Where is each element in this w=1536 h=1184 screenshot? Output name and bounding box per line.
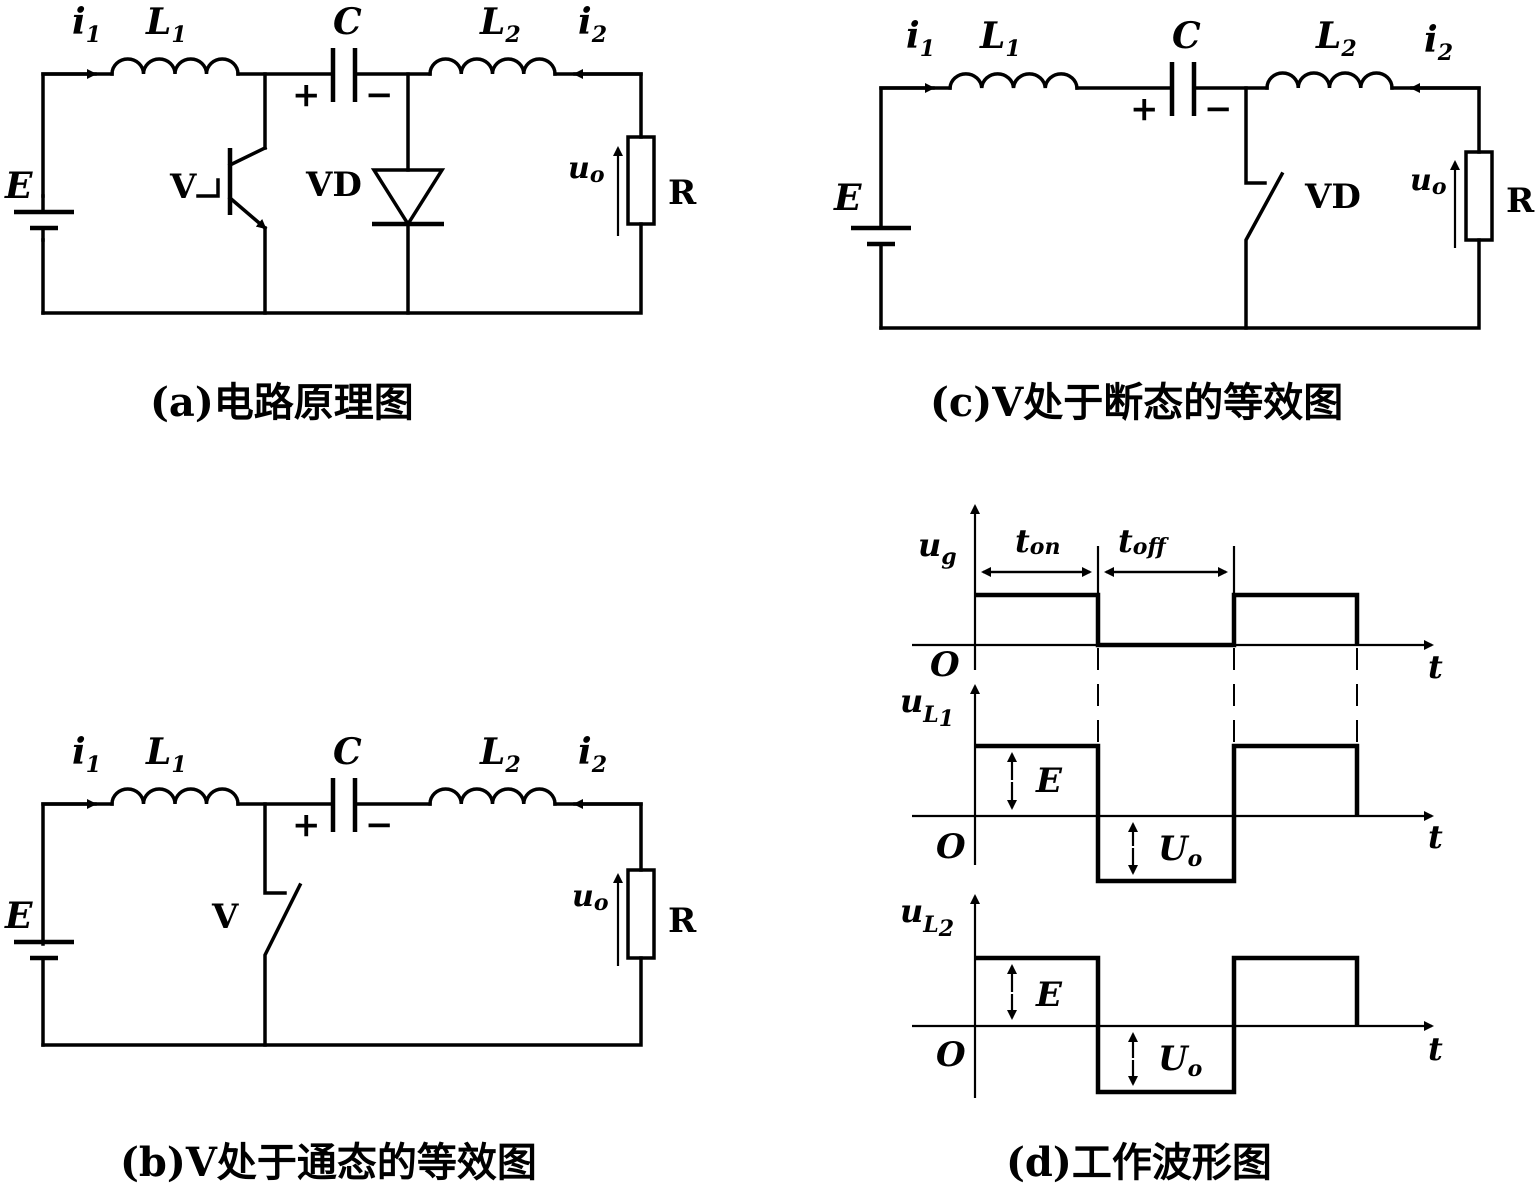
label-L1: L1	[145, 1, 187, 48]
label-VD: VD	[305, 165, 362, 205]
label-uL2: uL2	[900, 892, 954, 942]
waveform-ug	[975, 592, 1360, 648]
label-i1: i1	[72, 1, 101, 48]
waveform-uL2	[975, 955, 1360, 1095]
svg-text:L2: L2	[479, 731, 521, 778]
circuit-b: i1 L1 C L2 i2 + − E V uo R	[4, 731, 697, 1047]
label-ton: ton	[1015, 522, 1060, 560]
inductor-L1	[110, 57, 240, 76]
svg-text:−: −	[365, 805, 394, 845]
label-E: E	[4, 165, 33, 207]
svg-text:E: E	[4, 895, 33, 937]
transistor-emitter	[227, 195, 268, 231]
svg-text:E: E	[1035, 761, 1063, 801]
svg-text:+: +	[292, 805, 321, 845]
svg-text:E: E	[833, 177, 862, 219]
wire-top-left	[41, 72, 114, 198]
label-R: R	[668, 173, 697, 213]
svg-text:i2: i2	[578, 731, 607, 778]
label-minus: −	[365, 75, 394, 115]
label-L2: L2	[479, 1, 521, 48]
label-plus: +	[292, 75, 321, 115]
diode-VD	[370, 168, 446, 228]
svg-text:uo: uo	[1410, 163, 1447, 200]
waveforms-d: ug ton toff O t uL1 E O t Uo uL2 E O t U…	[900, 504, 1443, 1098]
wire-bottom	[41, 222, 643, 315]
caption-a: (a)电路原理图	[150, 379, 414, 426]
label-uo: uo	[568, 151, 605, 188]
svg-text:C: C	[1172, 15, 1201, 57]
svg-text:t: t	[1428, 818, 1443, 856]
label-V: V	[169, 167, 197, 207]
svg-text:C: C	[333, 731, 362, 773]
svg-text:Uo: Uo	[1158, 1039, 1202, 1082]
svg-text:−: −	[1204, 89, 1233, 129]
inductor-L1	[110, 787, 240, 806]
svg-text:i2: i2	[1424, 19, 1453, 66]
svg-text:Uo: Uo	[1158, 829, 1202, 872]
caption-d: (d)工作波形图	[1006, 1139, 1272, 1184]
label-toff: toff	[1118, 522, 1169, 560]
caption-c: (c)V处于断态的等效图	[930, 379, 1343, 426]
circuit-c: i1 L1 C L2 i2 + − E VD uo R	[833, 15, 1535, 330]
switch-V-closed	[263, 882, 303, 1047]
svg-text:L2: L2	[1315, 15, 1357, 62]
circuit-a: i1 L1 C L2 i2 + − E V VD uo R	[4, 1, 697, 315]
svg-text:R: R	[1506, 181, 1535, 221]
svg-text:O: O	[930, 645, 960, 685]
inductor-L2	[428, 787, 557, 806]
svg-text:L1: L1	[145, 731, 187, 778]
label-i2: i2	[578, 1, 607, 48]
label-ug: ug	[918, 526, 957, 570]
svg-text:t: t	[1428, 1030, 1443, 1068]
svg-text:L1: L1	[979, 15, 1021, 62]
caption-b: (b)V处于通态的等效图	[120, 1139, 537, 1184]
svg-text:i1: i1	[906, 15, 935, 62]
svg-text:t: t	[1428, 648, 1443, 686]
svg-text:i1: i1	[72, 731, 101, 778]
inductor-L2	[1265, 71, 1394, 90]
inductor-L1	[948, 72, 1079, 90]
label-uL1: uL1	[900, 682, 954, 732]
svg-text:uo: uo	[572, 879, 609, 916]
svg-text:R: R	[668, 901, 697, 941]
svg-text:VD: VD	[1304, 177, 1361, 217]
svg-text:O: O	[936, 827, 966, 867]
switch-VD-closed	[1244, 171, 1285, 330]
inductor-L2	[428, 57, 557, 76]
waveform-uL1	[975, 743, 1360, 884]
svg-text:V: V	[211, 897, 239, 937]
svg-text:O: O	[936, 1035, 966, 1075]
svg-text:+: +	[1130, 89, 1159, 129]
resistor-R	[626, 135, 656, 226]
label-C: C	[333, 1, 362, 43]
svg-text:E: E	[1035, 975, 1063, 1015]
